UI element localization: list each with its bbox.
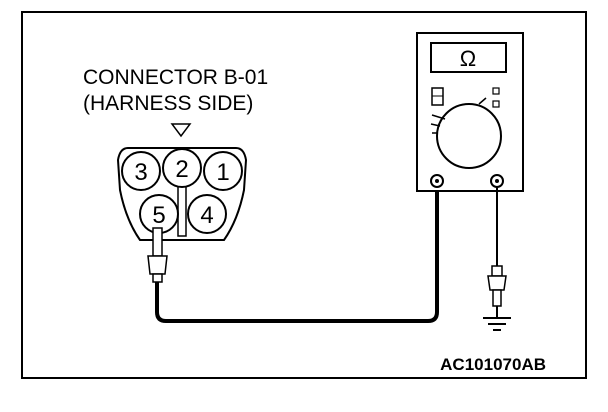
test-lead-wire — [155, 190, 439, 323]
connector-subtitle: (HARNESS SIDE) — [83, 92, 253, 115]
pin-5-label: 5 — [152, 202, 165, 229]
pin-1-label: 1 — [216, 159, 229, 186]
orientation-triangle-icon — [170, 123, 192, 138]
connector-divider — [177, 181, 187, 237]
mode-indicator-icon — [492, 87, 500, 95]
multimeter-display — [430, 42, 507, 73]
pin-2-label: 2 — [175, 156, 188, 183]
figure-id: AC101070AB — [440, 355, 546, 374]
selector-dial — [436, 103, 502, 169]
pin-1 — [203, 151, 243, 191]
pin-4-label: 4 — [200, 202, 213, 229]
pin-4 — [187, 194, 227, 234]
mode-indicator-icon — [492, 100, 500, 108]
connector-title: CONNECTOR B-01 — [83, 66, 268, 89]
pin-2 — [162, 148, 202, 188]
ohm-symbol: Ω — [460, 46, 476, 71]
connector-b01: 3 2 1 5 4 — [116, 123, 248, 241]
multimeter-icon: Ω — [416, 32, 524, 192]
ground-symbol-icon — [483, 306, 511, 331]
pin-3-label: 3 — [134, 159, 147, 186]
pin-3 — [121, 151, 161, 191]
